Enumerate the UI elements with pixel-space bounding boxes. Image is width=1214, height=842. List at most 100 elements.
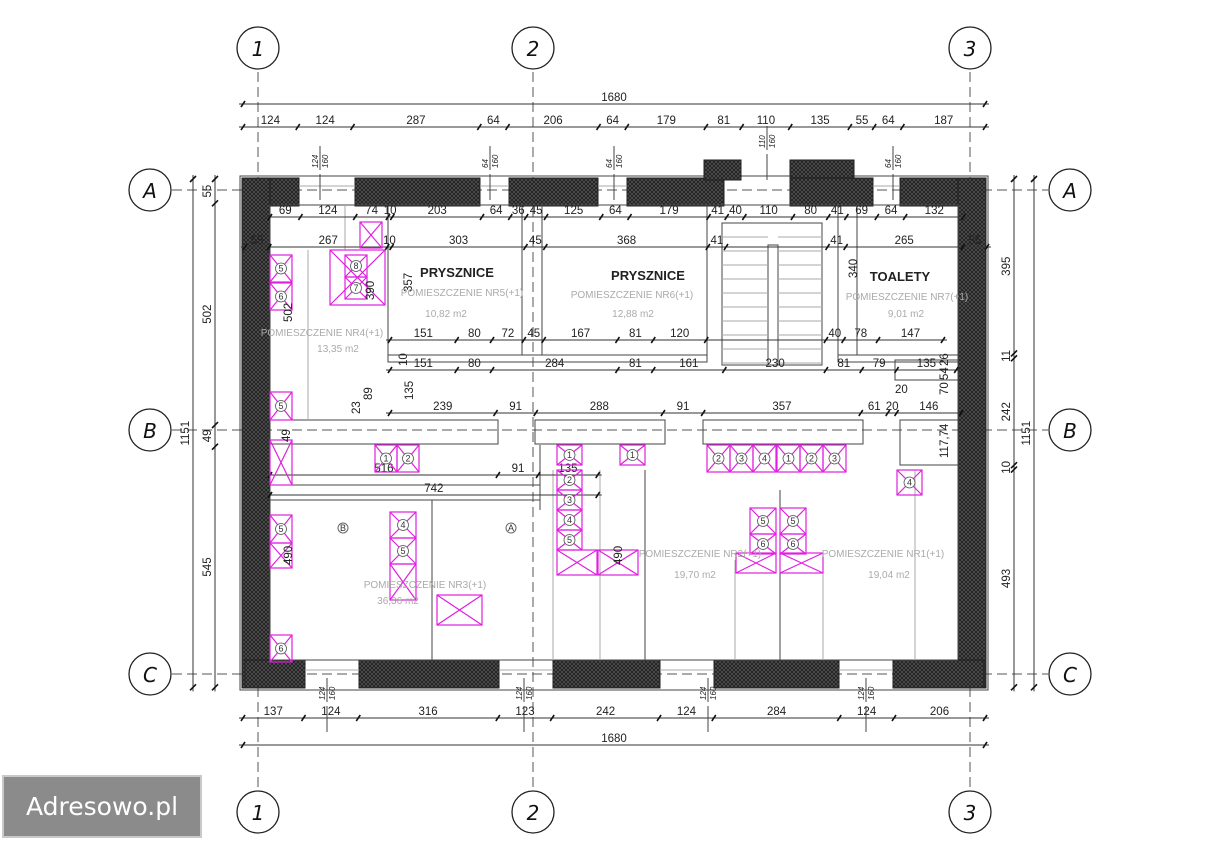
cabinet-number: 4 xyxy=(567,515,572,525)
dimension-label: 502 xyxy=(202,305,214,324)
dimension-tick xyxy=(790,213,796,221)
dimension-label: 64 xyxy=(490,205,503,217)
cabinet-box xyxy=(269,254,293,283)
dimension-label: 78 xyxy=(854,328,867,340)
dimension-tick xyxy=(823,336,829,344)
cabinet-number: 6 xyxy=(278,644,283,654)
opening-height: 160 xyxy=(321,154,330,168)
wall-segment xyxy=(244,659,306,689)
room-name: POMIESZCZENIE NR6(+1) xyxy=(571,290,694,301)
dimension-label: 493 xyxy=(1001,569,1013,588)
dimension-label: 36 xyxy=(512,205,525,217)
dimension-label: 110 xyxy=(757,115,775,127)
dimension-label: 179 xyxy=(659,205,678,217)
dimension-label: 120 xyxy=(670,328,689,340)
wall-segment xyxy=(552,659,661,689)
room-area: 19,04 m2 xyxy=(868,570,910,581)
grid-bubble-1-top: 1 xyxy=(252,37,265,61)
dimension-label: 124 xyxy=(857,706,877,718)
cabinet-number-circle xyxy=(626,449,639,461)
cabinet-box xyxy=(329,249,386,306)
dimension-label: 206 xyxy=(930,706,949,718)
cabinet-cross xyxy=(329,249,386,306)
dimension-tick xyxy=(522,243,529,251)
dim-label: 23 xyxy=(351,401,363,414)
room-area: 9,01 m2 xyxy=(888,309,925,320)
cabinet-number: 6 xyxy=(278,292,283,302)
cabinet-cross xyxy=(597,549,639,576)
cabinet-box xyxy=(597,549,639,576)
dimension-label: 81 xyxy=(629,358,642,370)
cabinet-number-circle xyxy=(712,452,725,465)
cabinet-number: 7 xyxy=(353,283,358,293)
dimension-label: 45 xyxy=(529,235,542,247)
dimension-tick xyxy=(454,336,460,344)
dim-label: 89 xyxy=(363,387,375,400)
dimension-tick xyxy=(211,175,219,183)
dimension-left-total: 1151 xyxy=(180,175,197,692)
room-name: POMIESZCZENIE NR5(+1) xyxy=(401,288,524,299)
dimension-label: 55 xyxy=(856,115,869,127)
cabinet-number-circle xyxy=(563,474,576,486)
cabinet-number: 3 xyxy=(832,454,837,464)
dimension-label: 124 xyxy=(316,115,336,127)
dimension-tick xyxy=(211,683,219,691)
dimension-label: 10 xyxy=(384,205,397,217)
dimension-tick xyxy=(543,213,549,221)
dimension-label: 239 xyxy=(433,401,452,413)
cabinet: 3 xyxy=(556,489,583,511)
grid-bubble-c-left: C xyxy=(143,663,157,687)
cabinet-number: 1 xyxy=(567,450,572,460)
room-area: 12,88 m2 xyxy=(612,309,654,320)
room-name: POMIESZCZENIE NR4(+1) xyxy=(261,328,384,339)
room-nr6: PRYSZNICE POMIESZCZENIE NR6(+1) 12,88 m2 xyxy=(571,268,694,320)
dimension-label: 742 xyxy=(424,483,443,495)
cabinet-cross xyxy=(269,542,293,569)
grid-bubble-a-left: A xyxy=(141,179,157,203)
wall-segment xyxy=(354,177,481,207)
opening-width: 124 xyxy=(318,686,327,700)
cabinet-box xyxy=(389,563,417,601)
dim-label: 390 xyxy=(365,281,377,300)
dimension-label: 10 xyxy=(383,235,396,247)
dimension-tick xyxy=(843,213,850,221)
dimension-right-total: 1151 xyxy=(1021,175,1038,692)
dimension-tick xyxy=(711,714,717,722)
cabinet-number: 1 xyxy=(786,454,791,464)
cabinet-number: 2 xyxy=(405,454,410,464)
dimension-label: 69 xyxy=(279,205,292,217)
dimension-label: 80 xyxy=(468,328,481,340)
dimension-label: 124 xyxy=(318,205,338,217)
dimension-tick xyxy=(295,123,301,131)
dimension-label: 146 xyxy=(919,401,938,413)
cabinet-box xyxy=(749,533,777,555)
zone-mark-b: B xyxy=(340,523,346,533)
dimension-label: 64 xyxy=(885,205,898,217)
dimension-tick xyxy=(595,471,601,479)
dimension-tick xyxy=(1010,461,1018,469)
dimension-tick xyxy=(982,100,988,108)
cabinet-cross xyxy=(779,552,824,574)
cabinet: 5 xyxy=(269,514,293,544)
dimension-tick xyxy=(384,243,390,251)
grid-bubble-3-bottom: 3 xyxy=(964,801,977,825)
cabinet-number-circle xyxy=(735,452,748,465)
cabinet: 5 xyxy=(389,537,417,565)
watermark-text: Adresowo.pl xyxy=(25,792,179,821)
dimension-tick xyxy=(875,336,881,344)
dim-label: 357 xyxy=(403,273,415,292)
cabinet-box xyxy=(396,444,420,473)
dimension-label: 41 xyxy=(711,235,724,247)
cabinet: 3 xyxy=(729,444,754,473)
cabinet: 1 xyxy=(776,444,801,473)
cabinet xyxy=(359,221,383,249)
dimension-tick xyxy=(388,243,395,251)
cabinet-number: 3 xyxy=(739,454,744,464)
cabinet-cross xyxy=(436,594,483,626)
dimension-tick xyxy=(211,443,219,451)
cabinet-box xyxy=(269,391,293,421)
